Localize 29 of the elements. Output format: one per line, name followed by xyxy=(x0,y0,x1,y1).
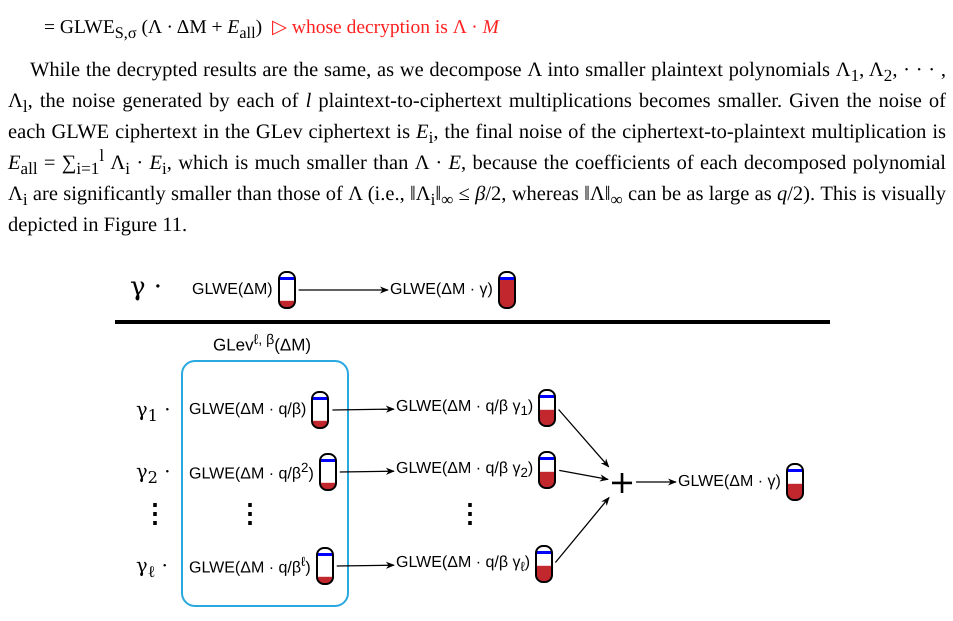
ciphertext-label: GLWE(ΔM · q/β$^{2}$) xyxy=(189,460,314,484)
arrow xyxy=(558,409,610,468)
ciphertext-label: GLWE(ΔM · q/β$^{ℓ}$) xyxy=(189,554,311,578)
coefficient-label: γ$_{2}$ · xyxy=(136,459,172,487)
arrow xyxy=(340,468,395,475)
arrow xyxy=(554,496,610,563)
box-heading: GLev$^{ℓ, β}$(ΔM) xyxy=(213,332,312,356)
ciphertext-label: GLWE(ΔM) xyxy=(192,281,273,299)
ciphertext-label: GLWE(ΔM · q/β) xyxy=(189,401,306,419)
ciphertext-label: GLWE(ΔM · q/β γ$_{2}$) xyxy=(396,460,534,480)
plus-sign: + xyxy=(610,468,634,496)
arrow xyxy=(298,286,389,294)
coefficient-label: γ$_{ℓ}$ · xyxy=(136,553,169,581)
body-paragraph: While the decrypted results are the same, as we decompose Λ into smaller plaintext polynomials Λ$_{1}$, Λ$_{2}$, · · · , Λ$_{l}$, the noise generated by each of l plaintext-to-ciphertext multiplications becomes smaller. Given the noise of each GLWE ciphertext in the GLev ciphertext is E$_{i}$, the final noise of the ciphertext-to-plaintext multiplication is E$_{all}$ = ∑$_{i=1}$$^{l}$ Λ$_{i}$ · E$_{i}$, which is much smaller than Λ · E, because the coefficients of each decomposed polynomial Λ$_{i}$ are significantly smaller than those of Λ (i.e., ‖Λ$_{i}$‖$_{∞}$ ≤ β/2, whereas ‖Λ‖$_{∞}$ can be as large as q/2). This is visually depicted in Figure 11. xyxy=(8,58,946,238)
ellipsis-dots: ⋮ xyxy=(237,500,251,528)
arrow xyxy=(332,406,395,413)
ellipsis-dots: ⋮ xyxy=(142,500,156,528)
coefficient-label: γ · xyxy=(130,272,164,303)
ellipsis-dots: ⋮ xyxy=(457,500,471,528)
ciphertext-label: GLWE(ΔM · γ) xyxy=(678,473,781,491)
coefficient-label: γ$_{1}$ · xyxy=(136,397,172,425)
arrow xyxy=(336,562,395,569)
equation-text: ▷ whose decryption is Λ · M xyxy=(272,16,499,40)
arrow xyxy=(636,478,677,486)
ciphertext-label: GLWE(ΔM · q/β γ$_{ℓ}$) xyxy=(396,554,530,574)
ciphertext-label: GLWE(ΔM · γ) xyxy=(390,281,493,299)
arrow xyxy=(559,470,609,482)
equation-text: = GLWE$_{S,σ}$ (Λ · ΔM + E$_{all}$) xyxy=(44,16,262,43)
ciphertext-label: GLWE(ΔM · q/β γ$_{1}$) xyxy=(396,398,534,418)
